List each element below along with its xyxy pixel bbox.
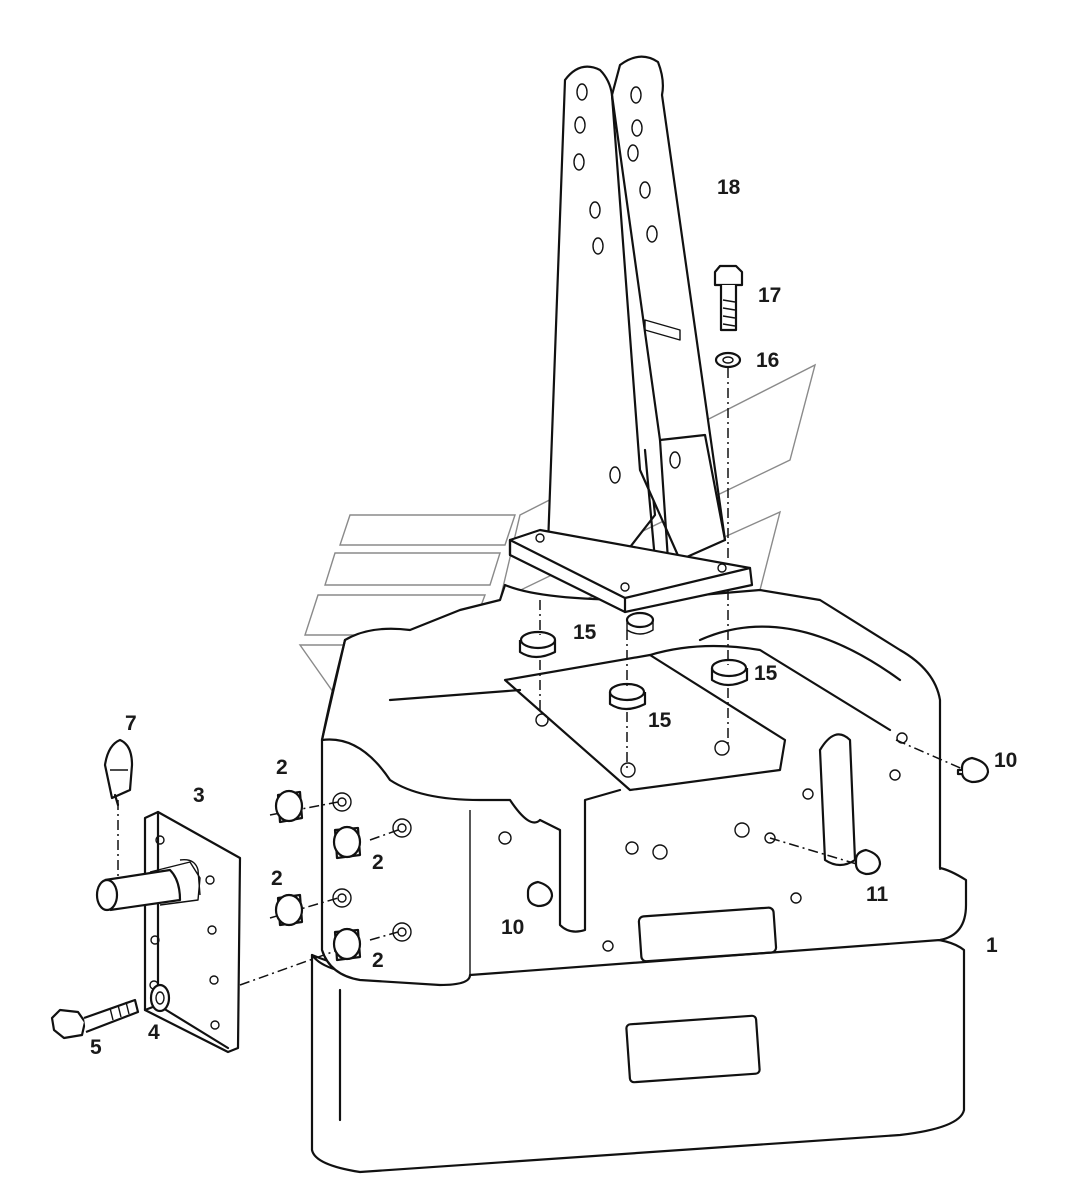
callout-15: 15 <box>648 709 672 732</box>
washer-4 <box>149 983 171 1013</box>
washer-16 <box>714 351 742 369</box>
callout-10: 10 <box>994 749 1018 772</box>
callout-1: 1 <box>986 934 998 957</box>
callout-2: 2 <box>271 867 283 890</box>
bolt-17 <box>713 264 744 332</box>
callout-2: 2 <box>276 756 288 779</box>
callout-17: 17 <box>758 284 782 307</box>
callout-2: 2 <box>372 851 384 874</box>
callout-15: 15 <box>754 662 778 685</box>
callout-18: 18 <box>717 176 741 199</box>
bushings <box>274 789 362 962</box>
spacers <box>518 611 749 711</box>
callout-10: 10 <box>501 916 525 939</box>
lynch-pin <box>103 738 134 807</box>
counterweight-block <box>310 583 968 1174</box>
callout-16: 16 <box>756 349 780 372</box>
callout-11: 11 <box>866 883 889 906</box>
callout-15: 15 <box>573 621 597 644</box>
callout-5: 5 <box>90 1036 102 1059</box>
callout-7: 7 <box>125 712 137 735</box>
callout-3: 3 <box>193 784 205 807</box>
callout-4: 4 <box>148 1021 160 1044</box>
pins <box>526 756 990 908</box>
bolt-5 <box>50 998 140 1040</box>
lift-bracket <box>508 55 754 614</box>
callout-2: 2 <box>372 949 384 972</box>
